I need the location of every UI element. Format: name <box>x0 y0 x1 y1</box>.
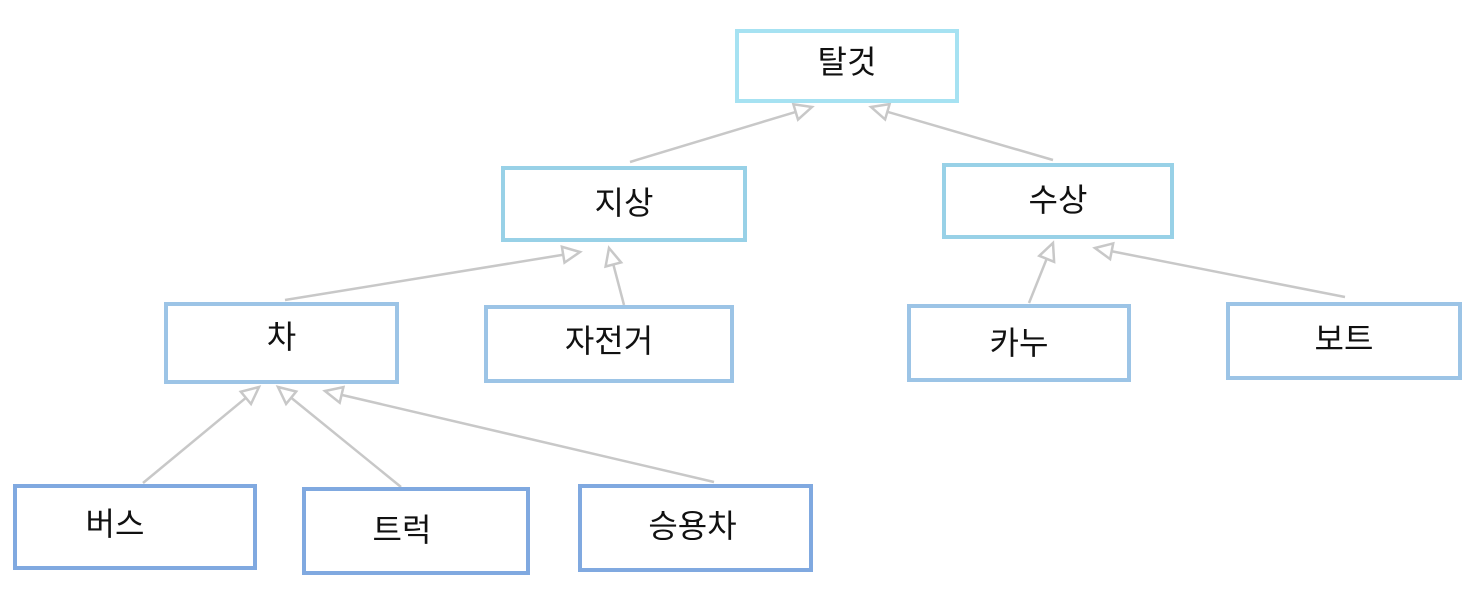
edge-car-to-ground <box>284 253 564 302</box>
arrowhead-bus-to-car <box>238 385 262 407</box>
edge-bus-to-car <box>142 396 247 484</box>
node-truck-label: 트럭 <box>372 511 432 549</box>
edge-canoe-to-water <box>1027 258 1048 304</box>
node-vehicle: 탈것 <box>735 29 959 103</box>
edge-water-to-root <box>886 110 1054 162</box>
node-ground: 지상 <box>501 166 747 242</box>
edge-truck-to-car <box>290 396 402 488</box>
arrowhead-water-to-root <box>868 102 892 122</box>
arrowhead-boat-to-water <box>1092 241 1115 262</box>
arrowhead-truck-to-car <box>275 385 299 407</box>
node-boat-label: 보트 <box>1314 320 1374 358</box>
node-water: 수상 <box>942 163 1174 239</box>
node-vehicle-label: 탈것 <box>817 43 877 81</box>
edge-ground-to-root <box>629 110 797 164</box>
node-car: 차 <box>164 302 399 384</box>
arrowhead-bike-to-ground <box>604 245 624 269</box>
arrowhead-ground-to-root <box>791 102 815 122</box>
node-bus-label: 버스 <box>85 505 145 543</box>
edge-bike-to-ground <box>612 264 626 306</box>
arrowhead-car-to-ground <box>560 245 583 265</box>
node-canoe-label: 카누 <box>989 324 1049 362</box>
node-canoe: 카누 <box>907 304 1131 382</box>
node-bicycle-label: 자전거 <box>564 322 654 360</box>
node-sedan-label: 승용차 <box>648 507 737 545</box>
node-truck: 트럭 <box>302 487 530 575</box>
node-car-label: 차 <box>266 318 297 356</box>
node-bus: 버스 <box>13 484 257 570</box>
arrowhead-sedan-to-car <box>322 385 346 405</box>
node-boat: 보트 <box>1226 302 1462 380</box>
node-ground-label: 지상 <box>594 184 654 222</box>
arrowhead-canoe-to-water <box>1037 240 1056 264</box>
edge-sedan-to-car <box>341 393 715 484</box>
edge-boat-to-water <box>1111 250 1346 299</box>
node-water-label: 수상 <box>1028 181 1088 219</box>
node-sedan: 승용차 <box>578 484 813 572</box>
node-bicycle: 자전거 <box>484 305 734 383</box>
